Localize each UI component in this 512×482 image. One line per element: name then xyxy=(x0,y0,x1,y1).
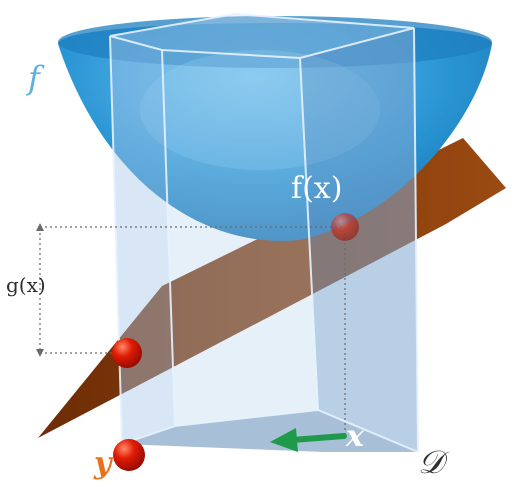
domain-prism xyxy=(109,12,419,453)
point-y-sphere xyxy=(113,439,145,471)
prism-bottom-face xyxy=(122,410,418,452)
point-gx-sphere xyxy=(112,338,142,368)
prism-edge xyxy=(299,57,319,411)
prism-back-face xyxy=(162,50,318,426)
direction-arrow-shaft xyxy=(289,433,347,443)
prism-top-edges xyxy=(109,12,415,60)
label-g-of-x: g(x) xyxy=(6,273,46,297)
label-y: y xyxy=(94,446,112,481)
prism-edge xyxy=(413,27,419,453)
measure-arrowhead-down xyxy=(36,349,44,357)
measure-arrowhead-up xyxy=(36,223,44,231)
label-f-of-x: f(x) xyxy=(291,171,343,206)
prism-edge xyxy=(109,35,123,445)
label-f: f xyxy=(28,59,40,97)
prism-bottom-edges xyxy=(121,408,419,453)
prism-edge xyxy=(161,49,176,427)
label-x: x xyxy=(346,419,364,454)
label-domain: 𝒟 xyxy=(418,443,444,481)
point-fx-sphere xyxy=(331,213,359,241)
left-arrow-icon xyxy=(270,428,298,452)
prism-right-face xyxy=(300,28,418,452)
